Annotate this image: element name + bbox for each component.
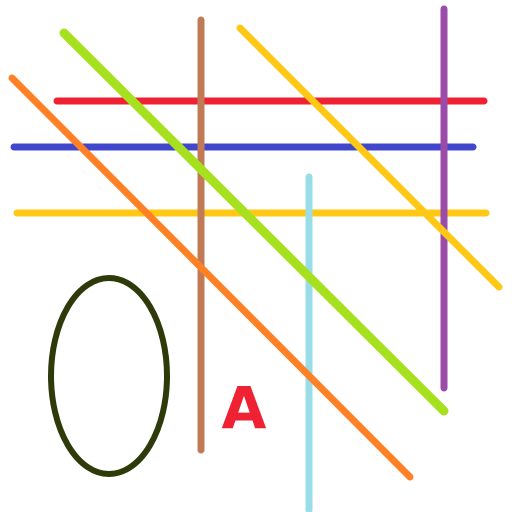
dark-olive-ellipse	[48, 275, 170, 477]
lime-diagonal-line	[59, 28, 449, 416]
gold-diagonal-line	[236, 24, 503, 291]
letter-a-label: A	[222, 374, 267, 442]
orange-diagonal-line	[8, 74, 414, 481]
